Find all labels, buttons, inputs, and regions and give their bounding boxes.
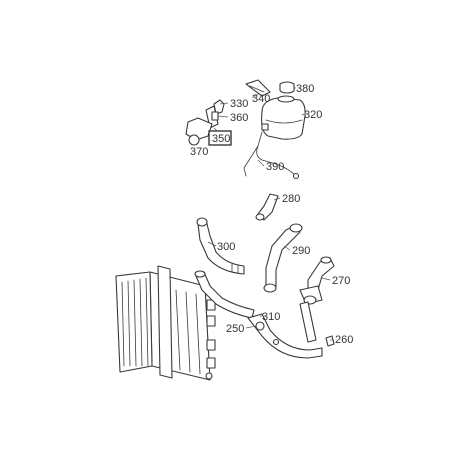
hose-280 bbox=[255, 193, 279, 221]
hose-310 bbox=[194, 270, 255, 319]
callout-300[interactable]: 300 bbox=[217, 241, 235, 253]
callout-260[interactable]: 260 bbox=[335, 334, 353, 346]
radiator bbox=[115, 265, 216, 381]
lower-pipe bbox=[247, 301, 335, 359]
bracket bbox=[245, 79, 271, 97]
vent-line bbox=[243, 131, 300, 180]
callout-labels: 380 340 330 320 360 350 370 390 280 300 … bbox=[190, 83, 353, 346]
callout-380[interactable]: 380 bbox=[296, 83, 314, 95]
callout-350[interactable]: 350 bbox=[212, 133, 230, 145]
callout-250[interactable]: 250 bbox=[226, 323, 244, 335]
callout-280[interactable]: 280 bbox=[282, 193, 300, 205]
expansion-tank bbox=[261, 95, 306, 140]
callout-360[interactable]: 360 bbox=[230, 112, 248, 124]
hose-300 bbox=[196, 217, 245, 275]
hose-270 bbox=[299, 256, 335, 305]
callout-330[interactable]: 330 bbox=[230, 98, 248, 110]
callout-320[interactable]: 320 bbox=[304, 109, 322, 121]
callout-290[interactable]: 290 bbox=[292, 245, 310, 257]
callout-310[interactable]: 310 bbox=[262, 311, 280, 323]
callout-340[interactable]: 340 bbox=[252, 93, 270, 105]
hose-290 bbox=[263, 223, 303, 293]
callout-390[interactable]: 390 bbox=[266, 161, 284, 173]
callout-370[interactable]: 370 bbox=[190, 146, 208, 158]
highlight-box-350 bbox=[208, 130, 232, 146]
tank-cap bbox=[279, 81, 295, 94]
callout-270[interactable]: 270 bbox=[332, 275, 350, 287]
